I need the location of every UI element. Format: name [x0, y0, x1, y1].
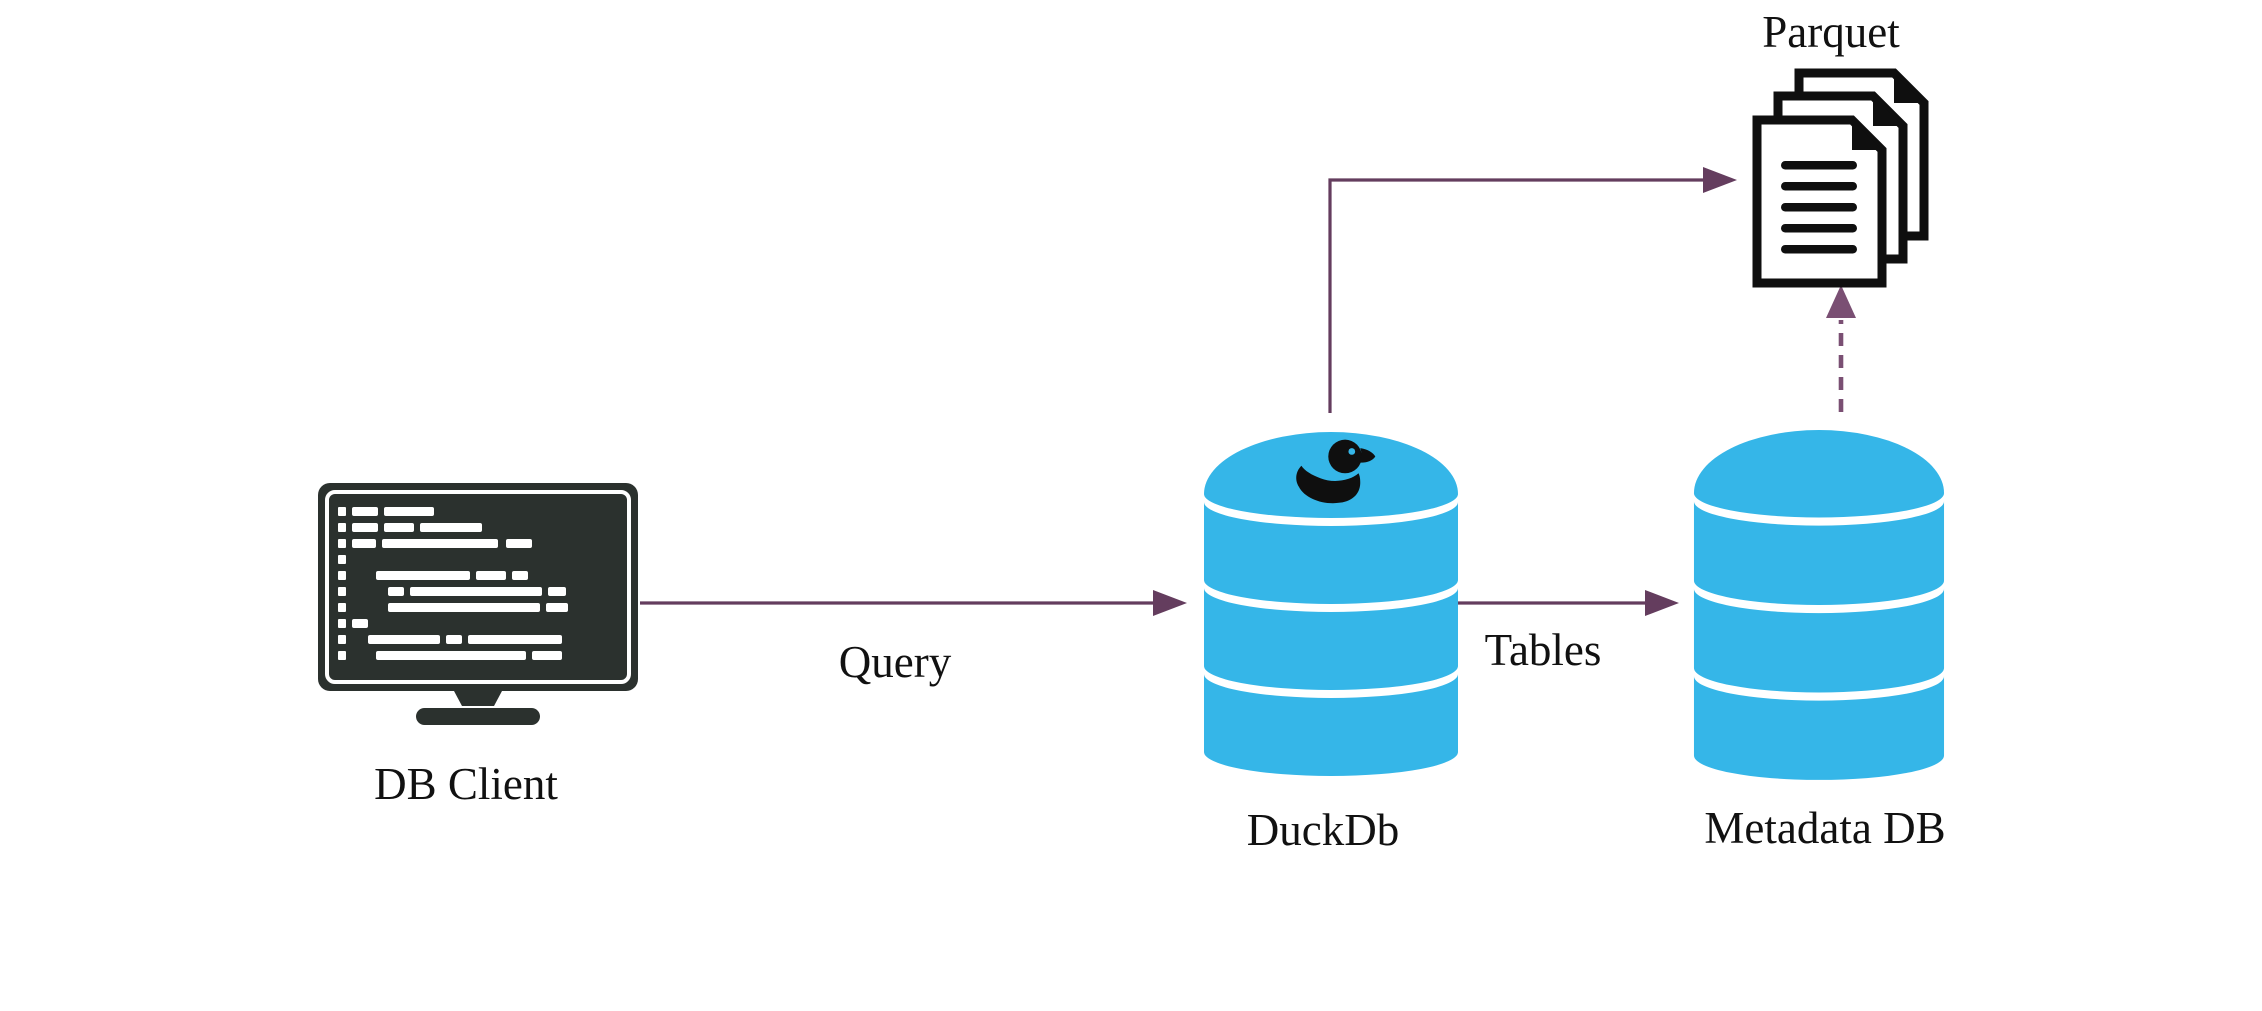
monitor-stand-base	[416, 708, 540, 725]
code-lines	[338, 507, 568, 660]
metadata-db-label: Metadata DB	[1704, 803, 1946, 853]
database-cylinder-icon	[1693, 430, 1945, 780]
tables-arrow	[1455, 590, 1679, 616]
monitor-stand-neck	[454, 691, 502, 706]
query-edge-label: Query	[838, 637, 952, 687]
parquet-label: Parquet	[1762, 7, 1900, 57]
tables-edge-label: Tables	[1484, 625, 1602, 675]
duck-icon	[1296, 439, 1376, 504]
db-client-label: DB Client	[374, 759, 558, 809]
monitor-code-icon	[318, 483, 638, 725]
duckdb-label: DuckDb	[1246, 805, 1400, 855]
metadata-to-parquet-dashed-arrow	[1826, 285, 1856, 412]
document-page-front	[1752, 115, 1887, 288]
duck-eye	[1348, 448, 1356, 455]
duckdb-to-parquet-arrow	[1328, 167, 1737, 413]
document-stack-icon	[1752, 68, 1929, 288]
query-arrow	[640, 590, 1187, 616]
database-cylinder-duck-icon	[1204, 432, 1458, 776]
document-text-lines	[1781, 161, 1857, 254]
